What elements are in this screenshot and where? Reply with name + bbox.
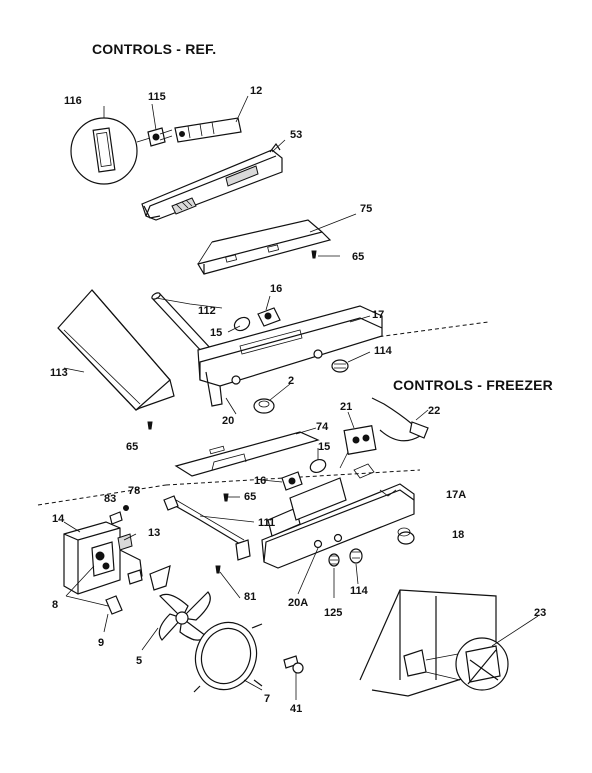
part-113-shelf <box>57 289 175 411</box>
part-75-bracket <box>197 219 332 275</box>
part-5-fan-blade <box>158 591 211 641</box>
part-7-fan-shroud <box>185 621 263 693</box>
part-65-screw-upper <box>311 250 340 259</box>
part-21-thermostat <box>339 425 377 469</box>
label-7: 7 <box>264 693 270 705</box>
part-15-bulb-upper <box>233 316 251 332</box>
label-65-upper: 65 <box>352 251 364 263</box>
leader-lines <box>63 95 539 700</box>
label-15-upper: 15 <box>210 327 222 339</box>
part-125-spring <box>328 553 340 567</box>
label-13: 13 <box>148 527 160 539</box>
part-53-control-housing <box>141 142 283 221</box>
part-65-screw-middle <box>147 421 153 430</box>
label-20a: 20A <box>288 597 308 609</box>
part-81-screw <box>215 565 221 574</box>
label-113: 113 <box>50 367 68 379</box>
part-65-screw-lower <box>223 493 229 502</box>
label-65-lower: 65 <box>244 491 256 503</box>
label-2: 2 <box>288 375 294 387</box>
part-78-screw <box>123 505 129 511</box>
part-15-bulb-lower <box>309 458 327 474</box>
part-74-bracket <box>174 431 320 477</box>
label-17a: 17A <box>446 489 466 501</box>
label-18: 18 <box>452 529 464 541</box>
part-114-knob-upper <box>331 359 349 373</box>
heading-controls-ref: CONTROLS - REF. <box>92 41 216 57</box>
part-12-control-switch <box>174 117 242 143</box>
label-74: 74 <box>316 421 329 433</box>
part-83-clip <box>109 511 123 525</box>
label-20: 20 <box>222 415 234 427</box>
part-16-socket-upper <box>257 307 281 327</box>
label-111: 111 <box>258 517 275 529</box>
part-17-control-panel <box>197 305 383 407</box>
label-114-upper: 114 <box>374 345 393 357</box>
label-21: 21 <box>340 401 352 413</box>
label-78: 78 <box>128 485 140 497</box>
label-16-lower: 16 <box>254 475 266 487</box>
part-112-rod <box>151 292 213 355</box>
label-65-middle: 65 <box>126 441 138 453</box>
label-8: 8 <box>52 599 58 611</box>
label-23: 23 <box>534 607 546 619</box>
label-53: 53 <box>290 129 302 141</box>
label-15-lower: 15 <box>318 441 330 453</box>
part-114-knob-lower <box>349 548 363 564</box>
label-14: 14 <box>52 513 65 525</box>
freezer-control-panel <box>261 463 415 569</box>
label-41: 41 <box>290 703 302 715</box>
mount-tabs <box>127 565 171 591</box>
label-125: 125 <box>324 607 342 619</box>
part-115-socket <box>147 127 173 147</box>
label-5: 5 <box>136 655 142 667</box>
label-22: 22 <box>428 405 440 417</box>
part-23-cabinet-detail <box>359 589 509 697</box>
part-41-screw <box>283 655 304 674</box>
label-112: 112 <box>198 305 216 317</box>
label-75: 75 <box>360 203 372 215</box>
part-2-knob <box>253 398 275 414</box>
label-9: 9 <box>98 637 104 649</box>
label-83: 83 <box>104 493 116 505</box>
part-16-socket-lower <box>281 471 303 491</box>
part-22-sensor-tube <box>371 397 429 442</box>
label-81: 81 <box>244 591 256 603</box>
part-9-bracket <box>105 595 123 615</box>
part-111-wire-harness <box>163 495 251 561</box>
label-12: 12 <box>250 85 262 97</box>
label-16-upper: 16 <box>270 283 282 295</box>
part-18-knob <box>397 527 415 545</box>
part-116-light-callout <box>70 117 151 185</box>
heading-controls-freezer: CONTROLS - FREEZER <box>393 377 553 393</box>
label-114-lower: 114 <box>350 585 369 597</box>
part-labels: 116 115 12 53 75 65 16 112 17 15 114 113… <box>50 85 546 715</box>
label-116: 116 <box>64 95 82 107</box>
label-115: 115 <box>148 91 166 103</box>
part-14-motor-bracket <box>63 521 143 595</box>
label-17: 17 <box>372 309 384 321</box>
